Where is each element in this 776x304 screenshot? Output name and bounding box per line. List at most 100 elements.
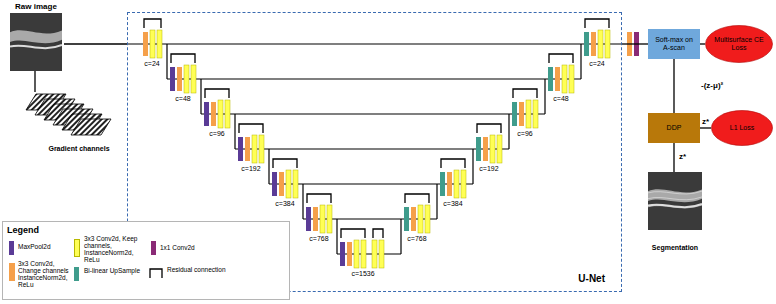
loss-ellipse: Multisurface CE Loss xyxy=(705,25,773,63)
residual-connection xyxy=(341,229,365,238)
connector xyxy=(700,43,705,44)
conv-change-block xyxy=(143,32,148,56)
conv-keep-block xyxy=(533,100,538,128)
conv-change-block xyxy=(245,137,250,161)
conv-keep-block xyxy=(225,100,230,128)
data-path-line xyxy=(167,78,581,79)
surface-line xyxy=(648,205,702,208)
residual-connection xyxy=(405,194,429,203)
channel-count: c=1536 xyxy=(351,270,374,278)
output-image: Segmentation xyxy=(646,172,704,252)
channel-count: c=96 xyxy=(209,130,224,138)
image-title: Gradient channels xyxy=(30,145,109,153)
residual-connection xyxy=(171,54,195,63)
conv-keep-block xyxy=(354,240,359,268)
data-path-line xyxy=(544,79,545,114)
upsample-block xyxy=(584,32,589,56)
maxpool-block xyxy=(340,242,345,266)
input-image: Raw image xyxy=(8,2,64,71)
data-path-line xyxy=(508,114,509,149)
channel-count: c=24 xyxy=(144,60,159,68)
conv-keep-block xyxy=(150,30,155,58)
retina-layer xyxy=(10,44,62,47)
frame-title: U-Net xyxy=(578,273,605,285)
conv-keep-block xyxy=(497,135,502,163)
ellipse-shape xyxy=(706,26,773,63)
ellipse-shape xyxy=(712,111,773,146)
legend-swatch xyxy=(9,241,14,255)
conv-keep-block xyxy=(259,135,264,163)
loss-label: L1 Loss xyxy=(730,124,755,132)
conv-keep-block xyxy=(454,170,459,198)
data-path-line xyxy=(268,149,269,184)
channel-count: c=768 xyxy=(309,235,328,243)
legend-swatch xyxy=(74,239,80,257)
image-title: Raw image xyxy=(15,2,57,12)
conv-keep-block xyxy=(293,170,298,198)
conv-keep-block xyxy=(286,170,291,198)
channel-count: c=192 xyxy=(479,165,498,173)
conv-keep-block xyxy=(418,205,423,233)
box-label: Soft-max on A-scan xyxy=(651,36,697,53)
data-path-line xyxy=(337,253,401,254)
channel-count: c=24 xyxy=(589,60,604,68)
conv-keep-block xyxy=(598,30,603,58)
conv-keep-block xyxy=(372,240,377,268)
connector xyxy=(64,43,127,44)
conv-keep-block xyxy=(361,240,366,268)
conv-keep-block xyxy=(569,65,574,93)
scan-ground xyxy=(648,172,702,230)
conv-keep-block xyxy=(252,135,257,163)
channel-count: c=192 xyxy=(241,165,260,173)
residual-connection xyxy=(273,159,297,168)
surface-line xyxy=(648,191,702,194)
residual-connection xyxy=(307,194,331,203)
segmentation-image xyxy=(648,172,702,230)
legend-swatch xyxy=(9,263,15,281)
edge-label: -(z-μ)² xyxy=(700,82,724,91)
residual-connection xyxy=(513,89,537,98)
channel-count: c=96 xyxy=(517,130,532,138)
connector xyxy=(34,71,35,92)
data-path-line xyxy=(166,44,167,79)
edge-label: z* xyxy=(678,153,687,162)
legend-box: LegendMaxPool2d3x3 Conv2d, Keep channels… xyxy=(2,221,290,300)
conv-keep-block xyxy=(379,240,384,268)
legend-text: 1x1 Conv2d xyxy=(160,244,220,251)
data-path-line xyxy=(336,219,337,254)
conv-change-block xyxy=(347,242,352,266)
conv-change-block xyxy=(177,67,182,91)
oct-image xyxy=(10,13,62,71)
channel-count: c=384 xyxy=(275,200,294,208)
retina-band xyxy=(648,189,702,202)
conv-keep-block xyxy=(191,65,196,93)
legend-title: Legend xyxy=(7,225,39,235)
legend-swatch xyxy=(74,267,79,281)
conv-keep-block xyxy=(562,65,567,93)
retina-band xyxy=(10,30,62,43)
conv-change-block xyxy=(279,172,284,196)
residual-connection xyxy=(205,89,229,98)
conv-keep-block xyxy=(605,30,610,58)
legend-text: 3x3 Conv2d, Keep channels, InstanceNorm2… xyxy=(84,235,146,263)
channel-count: c=768 xyxy=(407,235,426,243)
residual-connection xyxy=(477,124,501,133)
residual-sample xyxy=(149,268,163,278)
gradient-stack-figure xyxy=(20,92,120,144)
conv-keep-block xyxy=(461,170,466,198)
residual-connection xyxy=(144,19,161,28)
conv-change-block xyxy=(447,172,452,196)
edge-label: z* xyxy=(701,118,710,127)
conv-change-block xyxy=(483,137,488,161)
conv-change-block xyxy=(519,102,524,126)
conv-keep-block xyxy=(327,205,332,233)
data-path-line xyxy=(302,184,303,219)
upsample-block xyxy=(548,67,553,91)
residual-bracket xyxy=(150,269,162,278)
scan-ground xyxy=(10,13,62,71)
maxpool-block xyxy=(272,172,277,196)
data-path-line xyxy=(127,43,622,44)
conv-change-block xyxy=(313,207,318,231)
residual-connection xyxy=(239,124,263,133)
